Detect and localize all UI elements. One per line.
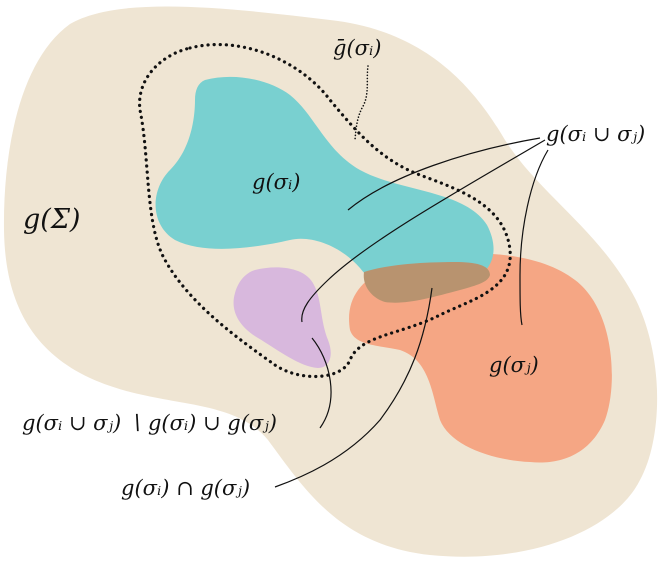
region-intersection bbox=[363, 262, 490, 303]
region-g-sigma-i bbox=[155, 76, 494, 294]
label-g-sigma: g(Σ) bbox=[23, 204, 81, 235]
region-union-minus bbox=[233, 267, 331, 368]
label-g-intersection: g(σᵢ) ∩ g(σⱼ) bbox=[121, 476, 251, 500]
label-g-bar-sigma-i: ḡ(σᵢ) bbox=[333, 36, 382, 60]
label-g-union-minus: g(σᵢ ∪ σⱼ) ∖ g(σᵢ) ∪ g(σⱼ) bbox=[22, 411, 277, 435]
leader-intersection bbox=[274, 287, 433, 488]
leader-union-to-j bbox=[519, 149, 549, 326]
leader-union-to-extra bbox=[301, 139, 546, 323]
region-g-sigma-j bbox=[349, 253, 612, 463]
label-g-sigma-j: g(σⱼ) bbox=[489, 353, 539, 377]
leader-g-bar bbox=[354, 65, 369, 141]
dotted-outline-g-bar bbox=[138, 43, 512, 378]
leader-union-to-i bbox=[347, 137, 541, 211]
label-g-sigma-i: g(σᵢ) bbox=[252, 170, 301, 194]
label-g-union: g(σᵢ ∪ σⱼ) bbox=[546, 122, 646, 146]
leader-minus bbox=[311, 337, 332, 429]
